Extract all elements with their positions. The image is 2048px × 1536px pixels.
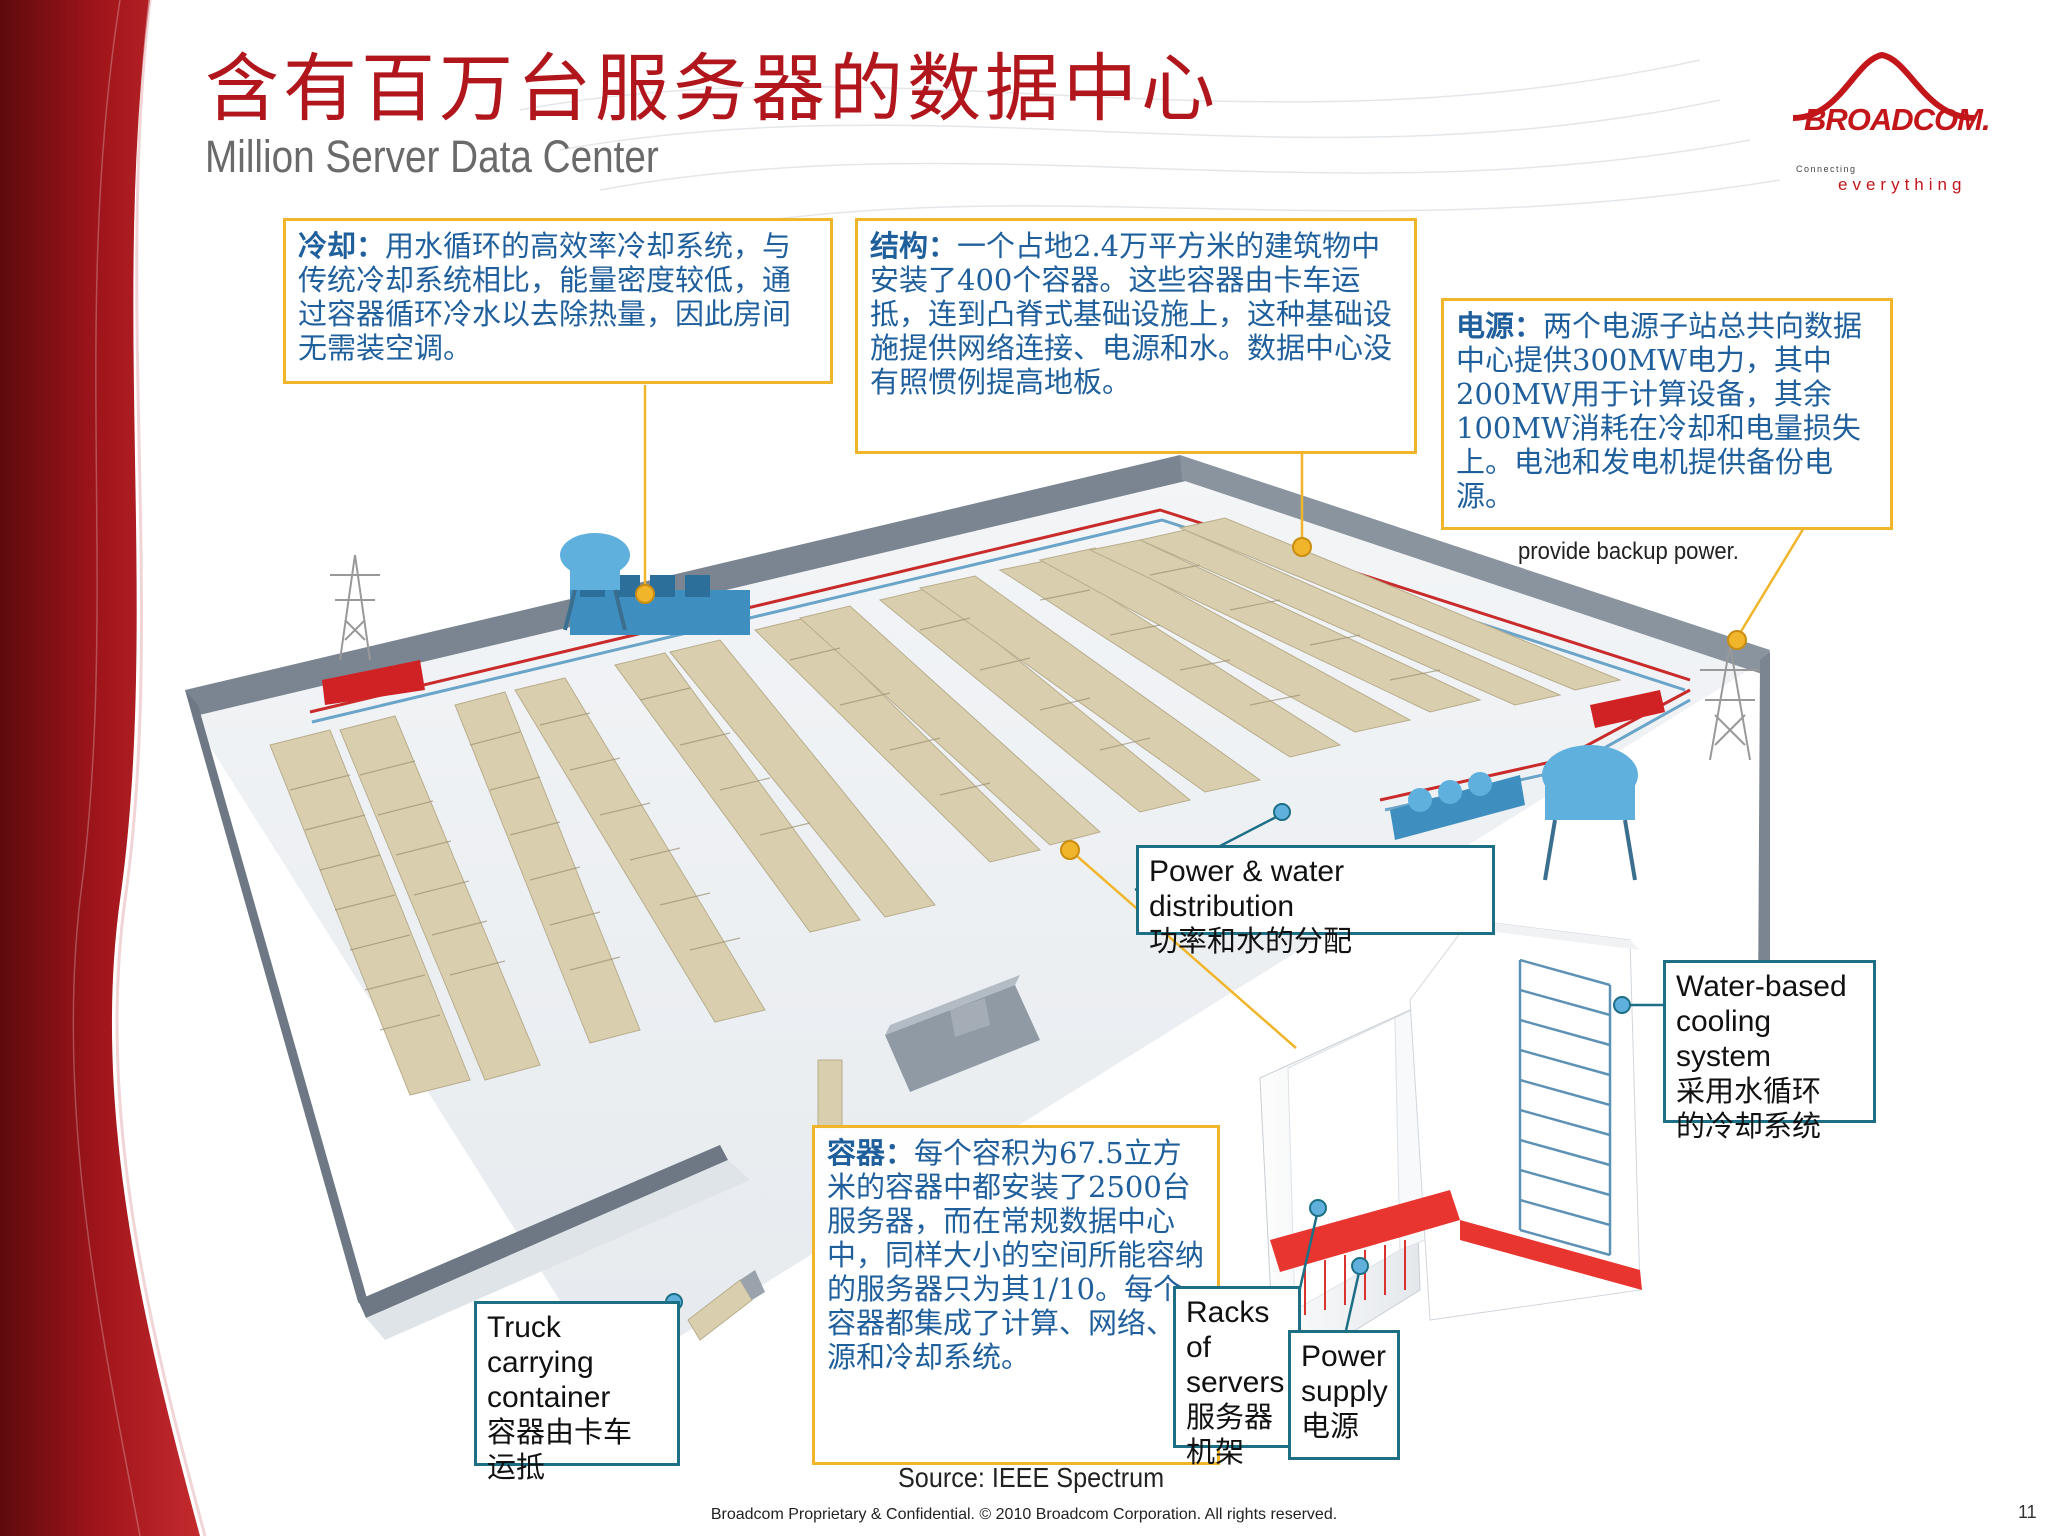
label-power-supply-en2: supply bbox=[1301, 1375, 1388, 1408]
label-water-cooling-en1: Water-based bbox=[1676, 970, 1847, 1003]
substation-right bbox=[1590, 690, 1665, 728]
power-supply-red-strip bbox=[1270, 1190, 1460, 1272]
logo-tagline-small: Connecting bbox=[1796, 164, 1857, 174]
logo-tagline: everything bbox=[1838, 175, 1967, 194]
wall-left bbox=[185, 690, 372, 1316]
cooling-plant-right bbox=[1390, 745, 1638, 881]
cooling-coils bbox=[1518, 958, 1612, 1257]
label-racks-cn2: 机架 bbox=[1186, 1435, 1245, 1469]
callout-container-label: 容器： bbox=[827, 1136, 915, 1170]
power-cables bbox=[1304, 1240, 1406, 1315]
label-truck-en1: Truck carrying bbox=[487, 1311, 594, 1379]
label-power-supply-cn: 电源 bbox=[1301, 1409, 1360, 1443]
page-subtitle: Million Server Data Center bbox=[205, 131, 659, 182]
cooling-plant bbox=[560, 533, 750, 635]
container-cutaway bbox=[1259, 919, 1642, 1381]
broadcom-logo: BROADCOM. Connecting everything bbox=[1790, 52, 2010, 202]
label-water-cooling: Water-based cooling system 采用水循环 的冷却系统 bbox=[1663, 960, 1876, 1143]
label-power-supply: Power supply 电源 bbox=[1288, 1330, 1400, 1460]
page-number: 11 bbox=[2018, 1502, 2037, 1522]
source-caption: Source: IEEE Spectrum bbox=[898, 1462, 1165, 1493]
callout-power: 电源：两个电源子站总共向数据中心提供300MW电力，其中200MW用于计算设备，… bbox=[1441, 298, 1893, 530]
callout-power-text: 两个电源子站总共向数据中心提供300MW电力，其中200MW用于计算设备，其余1… bbox=[1456, 309, 1863, 513]
label-water-cooling-cn1: 采用水循环 bbox=[1676, 1074, 1822, 1108]
delivered-container bbox=[817, 1059, 843, 1131]
wall-back-right bbox=[1180, 455, 1770, 675]
footer-copyright: Broadcom Proprietary & Confidential. © 2… bbox=[710, 1506, 1338, 1523]
red-swoosh-decoration bbox=[0, 0, 200, 1536]
background-swirls bbox=[519, 59, 1781, 231]
compound-floor bbox=[190, 470, 1765, 1380]
label-water-cooling-en2: cooling system bbox=[1676, 1005, 1772, 1073]
label-truck: Truck carrying container 容器由卡车 运抵 bbox=[474, 1301, 680, 1484]
label-racks-en2: servers bbox=[1186, 1366, 1285, 1399]
substation-left bbox=[322, 660, 425, 705]
broadcom-logo-arc bbox=[1792, 51, 1976, 121]
marker-dots bbox=[635, 537, 1747, 1311]
callout-power-label: 电源： bbox=[1456, 309, 1544, 343]
wall-front bbox=[358, 1145, 728, 1318]
backup-power-caption: provide backup power. bbox=[1518, 538, 1739, 565]
label-truck-cn2: 运抵 bbox=[487, 1450, 546, 1484]
callout-cooling: 冷却：用水循环的高效率冷却系统，与传统冷却系统相比，能量密度较低，通过容器循环冷… bbox=[283, 218, 833, 384]
truck bbox=[687, 1270, 765, 1341]
label-power-water-cn: 功率和水的分配 bbox=[1149, 924, 1353, 958]
callout-container-text: 每个容积为67.5立方米的容器中都安装了2500台服务器，而在常规数据中心中，同… bbox=[827, 1136, 1205, 1374]
callout-container: 容器：每个容积为67.5立方米的容器中都安装了2500台服务器，而在常规数据中心… bbox=[812, 1125, 1220, 1465]
pylon-left bbox=[330, 554, 380, 661]
page-title: 含有百万台服务器的数据中心 bbox=[205, 46, 1219, 132]
label-power-supply-en1: Power bbox=[1301, 1340, 1387, 1373]
logo-wordmark: BROADCOM. bbox=[1804, 102, 1991, 137]
label-power-water: Power & water distribution 功率和水的分配 bbox=[1136, 845, 1495, 958]
callout-cooling-text: 用水循环的高效率冷却系统，与传统冷却系统相比，能量密度较低，通过容器循环冷水以去… bbox=[298, 229, 792, 365]
label-racks: Racks of servers 服务器 机架 bbox=[1173, 1286, 1301, 1469]
callout-structure: 结构：一个占地2.4万平方米的建筑物中安装了400个容器。这些容器由卡车运抵，连… bbox=[855, 218, 1417, 454]
label-racks-cn1: 服务器 bbox=[1186, 1400, 1274, 1434]
callout-cooling-label: 冷却： bbox=[298, 229, 386, 263]
label-truck-en2: container bbox=[487, 1381, 611, 1414]
label-racks-en1: Racks of bbox=[1186, 1296, 1270, 1364]
container-rows bbox=[269, 517, 1622, 1096]
callout-structure-text: 一个占地2.4万平方米的建筑物中安装了400个容器。这些容器由卡车运抵，连到凸脊… bbox=[870, 229, 1393, 399]
label-power-water-en: Power & water distribution bbox=[1149, 855, 1345, 923]
small-building bbox=[885, 975, 1040, 1092]
label-truck-cn1: 容器由卡车 bbox=[487, 1415, 633, 1449]
wall-right bbox=[1758, 652, 1770, 1010]
callout-structure-label: 结构： bbox=[870, 229, 958, 263]
label-water-cooling-cn2: 的冷却系统 bbox=[1676, 1109, 1822, 1143]
